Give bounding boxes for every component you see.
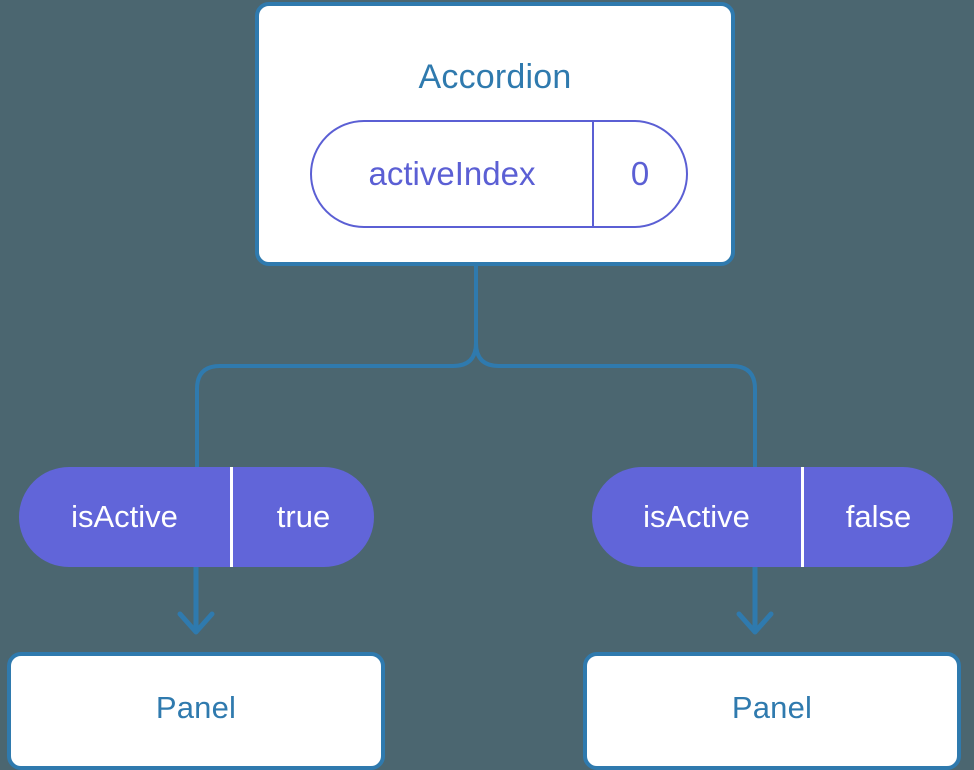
component-name-label: Panel <box>155 690 237 725</box>
state-key-label: activeIndex <box>312 122 594 226</box>
arrow-left-prop-to-panel <box>177 564 215 635</box>
component-name-label: Panel <box>731 690 813 725</box>
prop-pill-isactive-false[interactable]: isActive false <box>592 467 953 567</box>
state-value-label: 0 <box>630 155 650 192</box>
arrow-right-prop-to-panel <box>736 564 774 635</box>
connector-accordion-to-left-prop <box>195 264 478 469</box>
component-node-panel-left[interactable]: Panel <box>7 652 385 770</box>
prop-value-label: true <box>276 499 331 534</box>
connector-accordion-to-right-prop <box>474 264 757 469</box>
component-node-panel-right[interactable]: Panel <box>583 652 961 770</box>
prop-pill-isactive-true[interactable]: isActive true <box>19 467 374 567</box>
prop-key-label: isActive <box>592 467 804 567</box>
component-name-label: Accordion <box>418 58 572 96</box>
prop-value-label: false <box>845 499 912 534</box>
component-node-accordion[interactable]: Accordion activeIndex 0 <box>255 2 735 266</box>
prop-key-label: isActive <box>19 467 233 567</box>
state-pill-activeindex[interactable]: activeIndex 0 <box>310 120 688 228</box>
